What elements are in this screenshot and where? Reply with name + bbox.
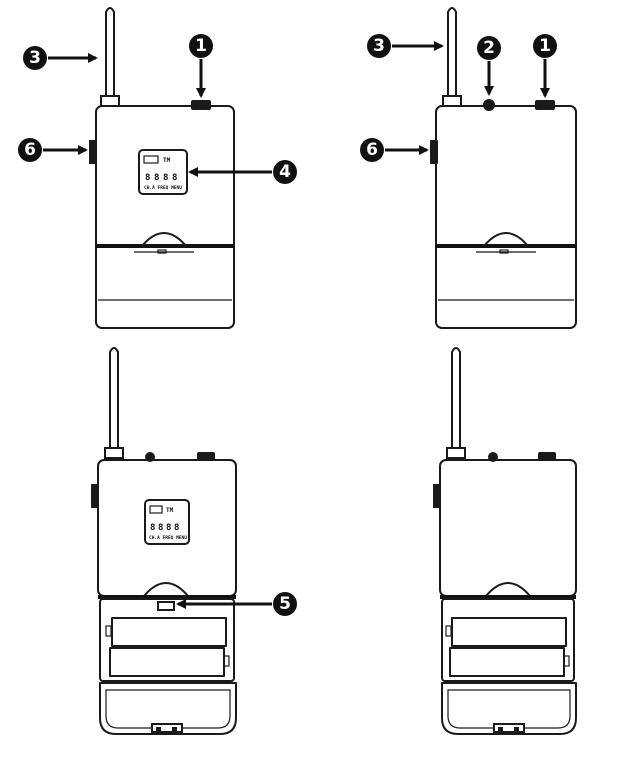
battery-slot — [451, 617, 567, 647]
lcd-indicator: TM — [166, 507, 174, 514]
transmitter-body — [435, 105, 577, 329]
lcd-digit: 8 — [154, 173, 159, 183]
lcd-digit: 8 — [166, 523, 171, 533]
power-knob — [197, 452, 215, 461]
lcd-indicator: TM — [163, 157, 171, 164]
callout-label-4: 4 — [279, 162, 291, 182]
antenna — [442, 7, 462, 107]
callout-badge-2 — [477, 36, 501, 60]
callout-badge-5 — [273, 592, 297, 616]
battery-slot — [449, 647, 565, 677]
callout-badge-1 — [533, 34, 557, 58]
back-view-open — [433, 347, 577, 735]
lcd-digit: 8 — [163, 173, 168, 183]
battery-slot — [111, 617, 227, 647]
callout-badge-6 — [18, 138, 42, 162]
callout-label-3: 3 — [373, 36, 385, 56]
callout-label-6: 6 — [24, 140, 36, 160]
lcd-caption: CH.A FREQ MENU — [144, 185, 182, 191]
lcd-display: TM 8 8 8 8 CH.A FREQ MENU — [138, 149, 188, 195]
antenna — [446, 347, 466, 459]
side-button — [433, 484, 441, 508]
power-knob — [538, 452, 556, 461]
callout-badge-6 — [360, 138, 384, 162]
transmitter-body — [439, 459, 577, 597]
battery-compartment — [441, 598, 575, 682]
callout-badge-4 — [273, 160, 297, 184]
back-view-closed: 3 2 1 6 — [360, 7, 577, 329]
callout-badge-3 — [367, 34, 391, 58]
front-view-closed: TM 8 8 8 8 CH.A FREQ MENU 3 1 6 4 — [18, 7, 297, 329]
callout-badge-1 — [189, 34, 213, 58]
antenna — [100, 7, 120, 107]
battery-latch — [157, 601, 175, 611]
front-view-open: TM 8 8 8 8 CH.A FREQ MENU 5 — [91, 347, 297, 735]
lcd-caption: CH.A FREQ MENU — [149, 535, 187, 541]
battery-slot — [109, 647, 225, 677]
callout-label-1: 1 — [195, 36, 207, 56]
lcd-digit: 8 — [172, 173, 177, 183]
battery-door — [99, 682, 237, 735]
lcd-display: TM 8 8 8 8 CH.A FREQ MENU — [144, 499, 190, 545]
callout-badge-3 — [23, 46, 47, 70]
battery-door — [441, 682, 577, 735]
callout-label-6: 6 — [366, 140, 378, 160]
transmitter-body — [95, 105, 235, 329]
lcd-digit: 8 — [150, 523, 155, 533]
callout-label-3: 3 — [29, 48, 41, 68]
side-button — [91, 484, 99, 508]
lcd-digit: 8 — [158, 523, 163, 533]
callout-label-1: 1 — [539, 36, 551, 56]
battery-compartment — [99, 598, 235, 682]
side-button — [89, 140, 97, 164]
lcd-digit: 8 — [145, 173, 150, 183]
lcd-digit: 8 — [174, 523, 179, 533]
callout-label-5: 5 — [279, 594, 291, 614]
side-button — [430, 140, 438, 164]
callout-label-2: 2 — [483, 38, 495, 58]
antenna — [104, 347, 124, 459]
